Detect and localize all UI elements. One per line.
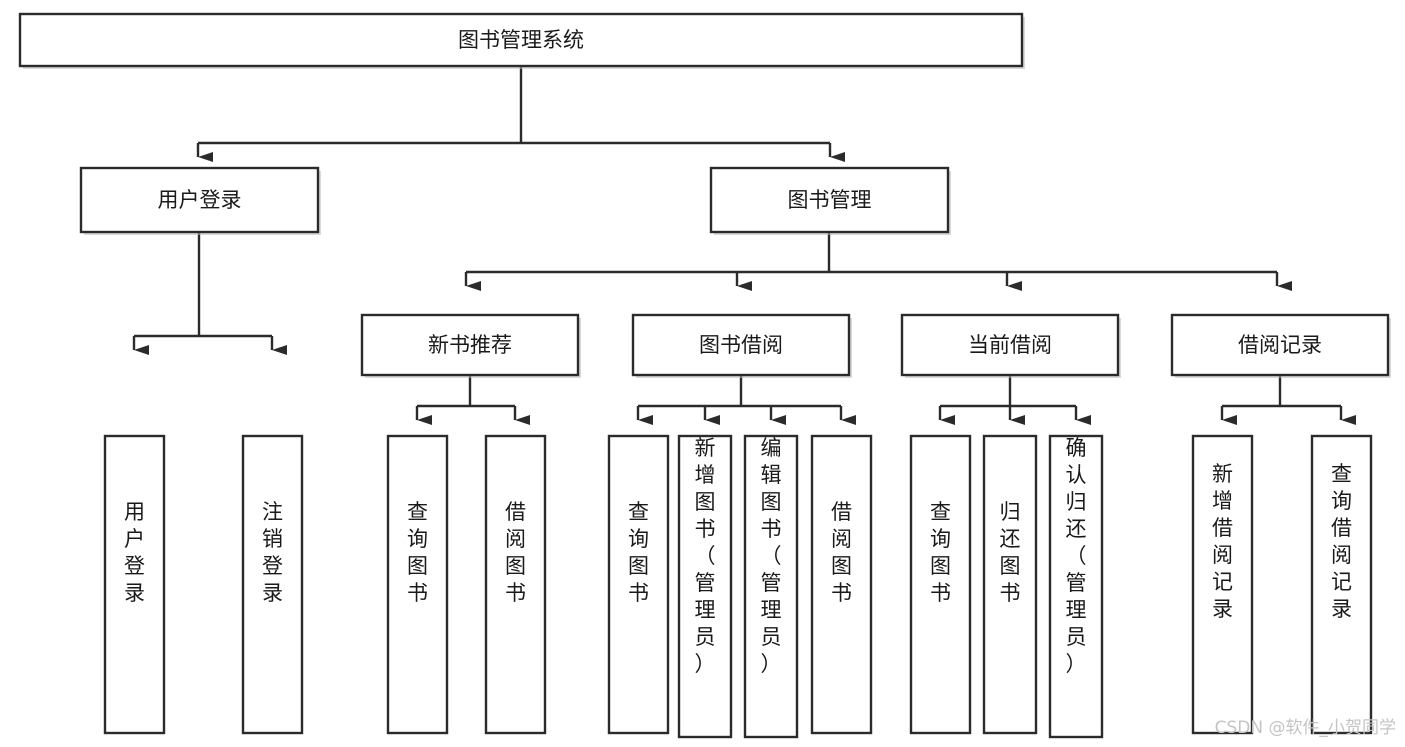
leaf-node-13-box[interactable] <box>1310 434 1373 735</box>
leaf-node-1-label: 用户登录 <box>124 500 145 605</box>
root-node-library-system-label: 图书管理系统 <box>458 28 584 52</box>
connector-user-login-to-leaves <box>132 232 287 355</box>
level3-node-4-label: 借阅记录 <box>1238 333 1322 357</box>
node-box-layer <box>18 12 1390 739</box>
leaf-node-4-label: 借阅图书 <box>505 500 526 605</box>
leaf-node-2-label: 注销登录 <box>262 500 283 605</box>
leaf-node-12-box[interactable] <box>1191 434 1254 735</box>
leaf-node-7-box[interactable] <box>743 434 799 739</box>
level3-node-1-label: 新书推荐 <box>428 333 512 357</box>
connector-current-borrow-to-leaves <box>938 375 1091 425</box>
level2-node-2-label: 图书管理 <box>788 188 872 212</box>
level3-node-4-box[interactable] <box>1170 313 1390 377</box>
connector-root-to-level2 <box>196 66 845 162</box>
leaf-node-4-box[interactable] <box>484 434 547 735</box>
leaf-node-6-box[interactable] <box>677 434 733 739</box>
level3-node-1-box[interactable] <box>360 313 580 377</box>
leaf-node-10-label: 归还图书 <box>1000 500 1021 605</box>
leaf-node-6-label: 新增图书（管理员） <box>695 436 716 676</box>
leaf-node-3-label: 查询图书 <box>407 500 428 605</box>
leaf-node-7-label: 编辑图书（管理员） <box>761 436 782 676</box>
level2-node-1-box[interactable] <box>79 166 320 234</box>
level3-node-2-label: 图书借阅 <box>699 333 783 357</box>
leaf-node-10-box[interactable] <box>982 434 1038 735</box>
leaf-node-11-label: 确认归还（管理员） <box>1066 436 1087 676</box>
connector-book-mgmt-to-level3 <box>464 232 1292 291</box>
level2-node-2-box[interactable] <box>709 166 950 234</box>
connector-layer <box>132 66 1356 425</box>
node-label-layer: 图书管理系统用户登录图书管理新书推荐图书借阅当前借阅借阅记录用户登录注销登录查询… <box>124 28 1352 676</box>
level3-node-3-label: 当前借阅 <box>968 333 1052 357</box>
leaf-node-5-label: 查询图书 <box>628 500 649 605</box>
leaf-node-3-box[interactable] <box>386 434 449 735</box>
leaf-node-8-label: 借阅图书 <box>831 500 852 605</box>
level3-node-3-box[interactable] <box>900 313 1120 377</box>
root-node-library-system-box[interactable] <box>18 12 1024 68</box>
connector-new-book-to-leaves <box>415 375 530 425</box>
leaf-node-1-box[interactable] <box>103 434 166 735</box>
level2-node-1-label: 用户登录 <box>158 188 242 212</box>
csdn-watermark: CSDN @软件_小贺同学 <box>1215 718 1396 738</box>
connector-book-borrow-to-leaves <box>636 375 856 425</box>
leaf-node-2-box[interactable] <box>241 434 304 735</box>
leaf-node-9-label: 查询图书 <box>930 500 951 605</box>
leaf-node-11-box[interactable] <box>1048 434 1104 739</box>
leaf-node-13-label: 查询借阅记录 <box>1331 462 1352 621</box>
leaf-node-8-box[interactable] <box>810 434 873 735</box>
leaf-node-5-box[interactable] <box>607 434 670 735</box>
leaf-node-12-label: 新增借阅记录 <box>1212 462 1233 621</box>
level3-node-2-box[interactable] <box>631 313 851 377</box>
connector-borrow-record-to-leaves <box>1220 375 1356 425</box>
leaf-node-9-box[interactable] <box>909 434 972 735</box>
